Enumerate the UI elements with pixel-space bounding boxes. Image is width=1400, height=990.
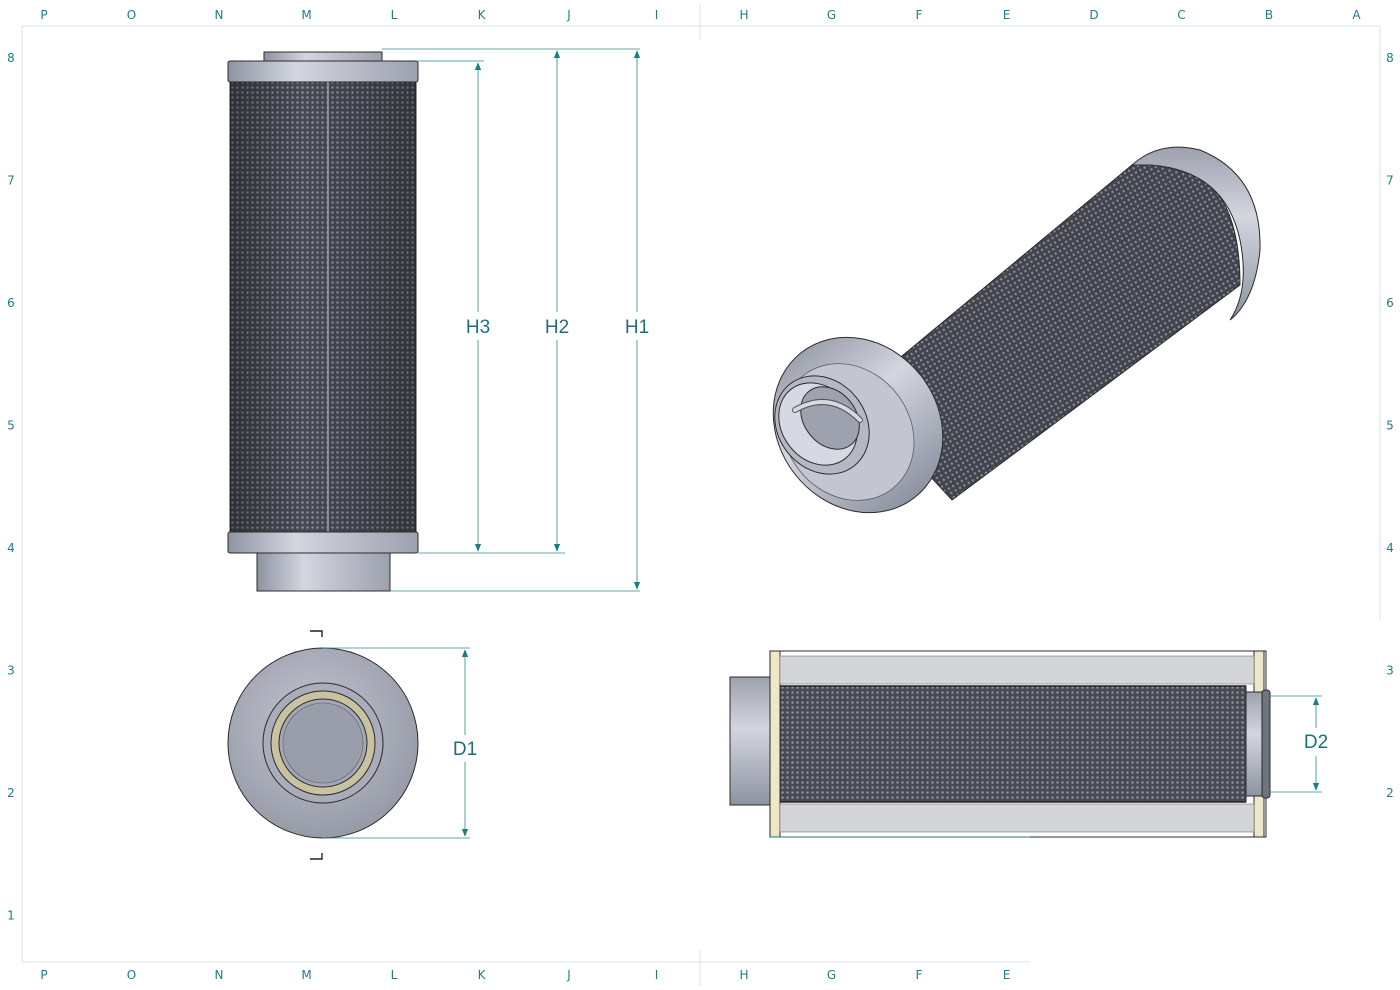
zone-letter-top: A <box>1352 8 1361 22</box>
zone-number-right: 7 <box>1386 174 1394 188</box>
section-outer-annulus-top <box>779 655 1255 685</box>
dimension-label-h3: H3 <box>466 317 490 338</box>
zone-letter-top: I <box>655 8 659 22</box>
zone-letter-bottom: J <box>566 968 571 982</box>
iso-far-end-cap <box>1130 146 1261 321</box>
zone-letter-top: M <box>301 8 311 22</box>
zone-letter-bottom: O <box>127 968 136 982</box>
zone-letter-top: G <box>827 8 836 22</box>
section-marker-bottom <box>310 853 323 860</box>
front-view <box>227 51 419 592</box>
zone-number-left: 1 <box>7 909 15 923</box>
dimension-label-d2: D2 <box>1304 732 1328 753</box>
zone-number-right: 3 <box>1386 664 1394 678</box>
zone-letter-top: L <box>391 8 398 22</box>
zone-letter-top: O <box>127 8 136 22</box>
zone-number-left: 3 <box>7 664 15 678</box>
dimension-d1: D1 <box>323 647 477 839</box>
section-view <box>729 650 1271 838</box>
zone-number-right: 5 <box>1386 419 1394 433</box>
zone-number-left: 2 <box>7 786 15 800</box>
dimension-h3: H3 <box>466 62 490 552</box>
section-mesh-core <box>779 685 1247 803</box>
zone-number-right: 6 <box>1386 296 1394 310</box>
zone-number-left: 7 <box>7 174 15 188</box>
zone-letter-bottom: L <box>391 968 398 982</box>
dimension-label-d1: D1 <box>453 739 477 760</box>
zone-letter-top: H <box>739 8 748 22</box>
zone-letter-top: B <box>1265 8 1273 22</box>
top-end-cap <box>227 60 419 83</box>
isometric-view <box>772 146 1261 514</box>
dimension-h1: H1 <box>625 50 649 590</box>
zone-letter-top: D <box>1089 8 1098 22</box>
section-inlet-nipple <box>729 676 775 806</box>
zone-letter-bottom: N <box>215 968 224 982</box>
outlet-nipple <box>256 552 391 592</box>
zone-number-right: 8 <box>1386 51 1394 65</box>
section-marker-top <box>310 630 323 637</box>
zone-number-right: 2 <box>1386 786 1394 800</box>
dimension-label-h1: H1 <box>625 317 649 338</box>
zone-letter-bottom: I <box>655 968 659 982</box>
mesh-shading <box>230 82 416 532</box>
zone-number-left: 5 <box>7 419 15 433</box>
section-outer-annulus-bottom <box>779 803 1255 833</box>
bore-inner <box>282 702 364 784</box>
bottom-end-cap <box>227 531 419 554</box>
zone-letter-top: P <box>40 8 47 22</box>
zone-number-left: 4 <box>7 541 15 555</box>
zone-number-left: 8 <box>7 51 15 65</box>
section-outlet-lip <box>1261 689 1271 799</box>
zone-letter-bottom: P <box>40 968 47 982</box>
zone-letter-bottom: K <box>478 968 487 982</box>
zone-letter-bottom: F <box>916 968 923 982</box>
zone-letter-top: N <box>215 8 224 22</box>
zone-number-left: 6 <box>7 296 15 310</box>
sheet-frame <box>21 4 1381 986</box>
zone-letter-top: C <box>1177 8 1185 22</box>
zone-letter-bottom: E <box>1003 968 1011 982</box>
zone-letter-top: K <box>478 8 487 22</box>
dimension-h2: H2 <box>545 50 569 552</box>
zone-numbers-left: 8 7 6 5 4 3 2 1 <box>7 51 15 923</box>
zone-letter-top: J <box>566 8 571 22</box>
section-left-end-plate <box>769 650 781 838</box>
dimension-d2: D2 <box>1268 695 1328 793</box>
zone-letter-bottom: H <box>739 968 748 982</box>
zone-number-right: 4 <box>1386 541 1394 555</box>
zone-letter-bottom: G <box>827 968 836 982</box>
zone-letter-bottom: M <box>301 968 311 982</box>
zone-numbers-right: 8 7 6 5 4 3 2 <box>1386 51 1394 800</box>
zone-letter-top: F <box>916 8 923 22</box>
zone-letter-top: E <box>1003 8 1011 22</box>
top-view <box>227 630 419 860</box>
height-extension-lines <box>382 48 640 592</box>
dimension-label-h2: H2 <box>545 317 569 338</box>
